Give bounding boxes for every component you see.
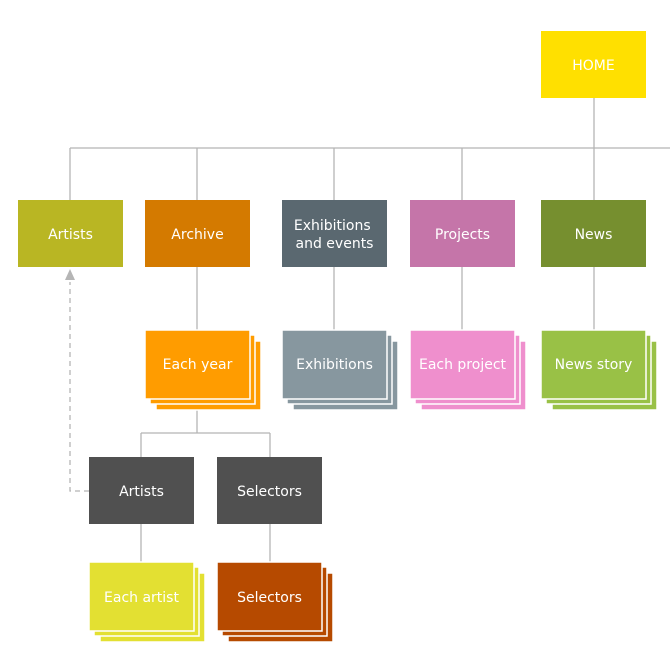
node-exhibitions-events-box (282, 200, 387, 267)
node-home[interactable]: HOME (541, 31, 646, 98)
node-exhibitions-label: Exhibitions (296, 357, 373, 373)
node-each-project[interactable]: Each project (409, 329, 527, 411)
node-exhibitions-events-label: Exhibitions and events (294, 218, 375, 252)
stack-sheet-front (216, 561, 323, 632)
node-each-artist-label: Each artist (104, 590, 179, 606)
connector-lines (69, 98, 670, 562)
dashed-link-arrow (65, 269, 89, 492)
node-projects-label: Projects (435, 227, 490, 243)
node-exhibitions-events-line2: and events (296, 236, 374, 252)
node-archive-artists-label: Artists (119, 484, 164, 500)
node-projects-box (410, 200, 515, 267)
stack-sheet-front (88, 561, 195, 632)
node-selectors-group[interactable]: Selectors (217, 457, 322, 524)
node-archive-box (145, 200, 250, 267)
stack-sheet-front (540, 329, 647, 400)
node-selectors-group-box (217, 457, 322, 524)
node-exhibitions-events[interactable]: Exhibitions and events (282, 200, 387, 267)
node-selectors-pages-label: Selectors (237, 590, 302, 606)
node-artists[interactable]: Artists (18, 200, 123, 267)
node-exhibitions[interactable]: Exhibitions (281, 329, 399, 411)
node-news-story[interactable]: News story (540, 329, 658, 411)
node-archive-artists-box (89, 457, 194, 524)
arrow-up-icon (65, 269, 75, 280)
node-archive-artists[interactable]: Artists (89, 457, 194, 524)
node-selectors-pages[interactable]: Selectors (216, 561, 334, 643)
stack-sheet-front (409, 329, 516, 400)
node-each-project-label: Each project (419, 357, 507, 373)
node-projects[interactable]: Projects (410, 200, 515, 267)
node-artists-label: Artists (48, 227, 93, 243)
node-news-box (541, 200, 646, 267)
node-each-year[interactable]: Each year (144, 329, 262, 411)
node-home-box (541, 31, 646, 98)
node-exhibitions-events-line1: Exhibitions (294, 218, 371, 234)
node-artists-box (18, 200, 123, 267)
node-news-story-label: News story (555, 357, 633, 373)
node-home-label: HOME (572, 58, 614, 74)
node-archive[interactable]: Archive (145, 200, 250, 267)
stack-sheet-front (281, 329, 388, 400)
node-news[interactable]: News (541, 200, 646, 267)
node-each-artist[interactable]: Each artist (88, 561, 206, 643)
stack-sheet-front (144, 329, 251, 400)
node-archive-label: Archive (171, 227, 223, 243)
node-each-year-label: Each year (163, 357, 233, 373)
node-selectors-group-label: Selectors (237, 484, 302, 500)
node-news-label: News (575, 227, 613, 243)
